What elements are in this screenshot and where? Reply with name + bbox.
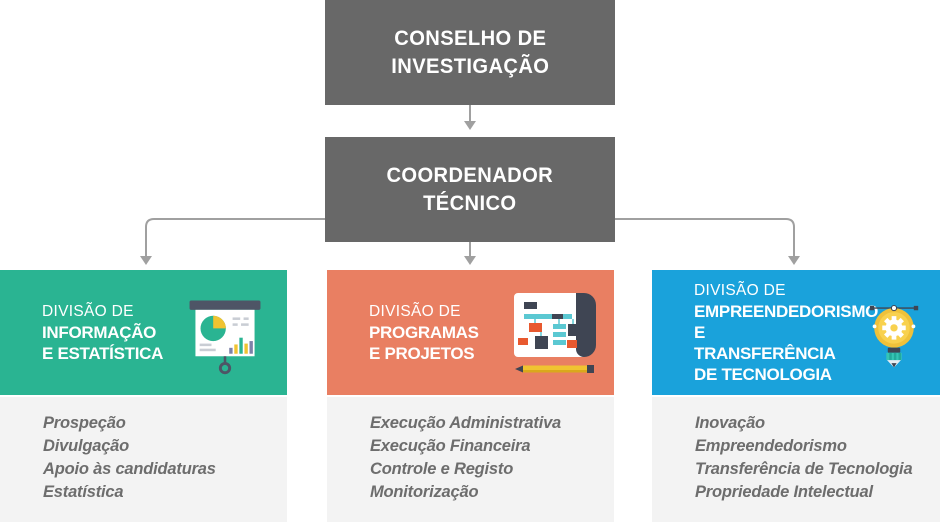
division-informacao-estatistica: DIVISÃO DE INFORMAÇÃO E ESTATÍSTICA	[0, 270, 287, 522]
division-header-empreendedorismo: DIVISÃO DE EMPREENDEDORISMO E TRANSFERÊN…	[652, 270, 940, 395]
list-item: Prospeção	[43, 414, 126, 432]
list-item: Execução Administrativa	[370, 414, 562, 432]
list-item: Divulgação	[43, 437, 130, 455]
list-item: Propriedade Intelectual	[695, 483, 873, 501]
list-item: Apoio às candidaturas	[43, 460, 216, 478]
node-coordenador-tecnico: COORDENADOR TÉCNICO	[325, 137, 615, 242]
division-empreendedorismo-tecnologia: DIVISÃO DE EMPREENDEDORISMO E TRANSFERÊN…	[652, 270, 940, 522]
node-coordenador-label: COORDENADOR TÉCNICO	[386, 163, 554, 215]
list-item: Transferência de Tecnologia	[695, 460, 913, 478]
list-item: Inovação	[695, 414, 765, 432]
division-title: PROGRAMAS E PROJETOS	[369, 323, 479, 363]
division-programas-projetos: DIVISÃO DE PROGRAMAS E PROJETOS	[327, 270, 614, 522]
division-task-list: Prospeção Divulgação Apoio às candidatur…	[0, 397, 287, 522]
division-title: INFORMAÇÃO E ESTATÍSTICA	[42, 323, 164, 363]
node-conselho-investigacao: CONSELHO DE INVESTIGAÇÃO	[325, 0, 615, 105]
list-item: Empreendedorismo	[695, 437, 847, 455]
division-task-list: Inovação Empreendedorismo Transferência …	[652, 397, 940, 522]
list-item: Controle e Registo	[370, 460, 514, 478]
presentation-chart-icon	[187, 295, 263, 377]
division-title: EMPREENDEDORISMO E TRANSFERÊNCIA DE TECN…	[694, 302, 879, 384]
node-conselho-label: CONSELHO DE INVESTIGAÇÃO	[390, 26, 550, 78]
division-title-prefix: DIVISÃO DE	[42, 303, 134, 320]
list-item: Execução Financeira	[370, 437, 531, 455]
division-task-list: Execução Administrativa Execução Finance…	[327, 397, 614, 522]
list-item: Estatística	[43, 483, 124, 501]
list-item: Monitorização	[370, 483, 479, 501]
project-plan-icon	[512, 291, 604, 375]
division-header-informacao: DIVISÃO DE INFORMAÇÃO E ESTATÍSTICA	[0, 270, 287, 395]
idea-bulb-icon	[861, 288, 927, 378]
division-header-programas: DIVISÃO DE PROGRAMAS E PROJETOS	[327, 270, 614, 395]
division-title-prefix: DIVISÃO DE	[369, 303, 461, 320]
division-title-prefix: DIVISÃO DE	[694, 282, 786, 299]
